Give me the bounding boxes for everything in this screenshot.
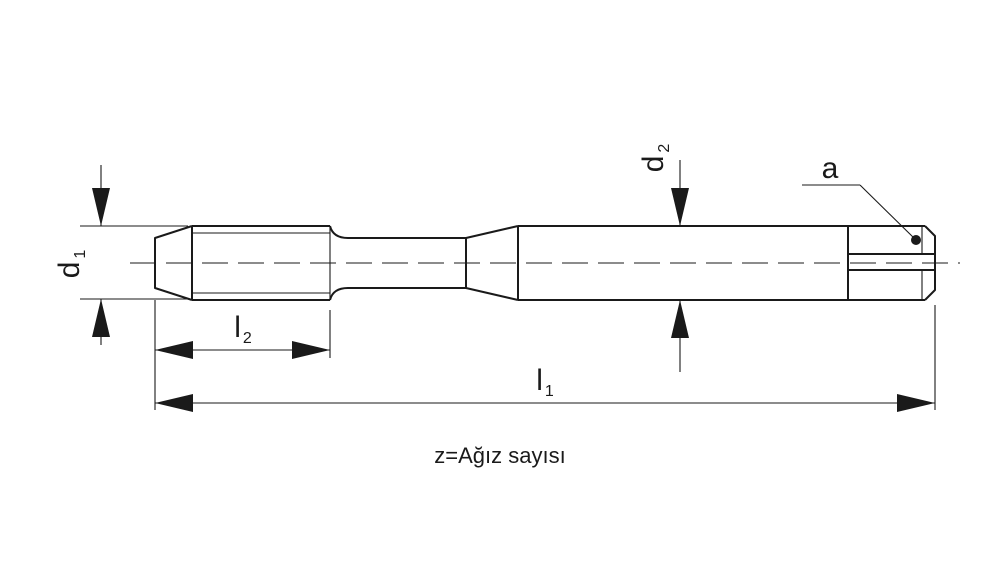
l1-arrow-right xyxy=(897,394,935,412)
a-leader-diagonal xyxy=(859,184,917,241)
l2-arrow-right xyxy=(292,341,330,359)
l1-arrow-left xyxy=(155,394,193,412)
a-callout: a xyxy=(802,152,921,245)
taper-bottom xyxy=(465,287,519,301)
d2-arrow-bottom xyxy=(671,300,689,338)
l2-arrow-left xyxy=(155,341,193,359)
d2-label: d2 xyxy=(637,144,673,173)
d1-arrow-top xyxy=(92,188,110,226)
taper-top xyxy=(465,225,519,239)
l2-label-main: l xyxy=(234,311,241,344)
d2-arrow-top xyxy=(671,188,689,226)
l1-label-main: l xyxy=(536,364,543,397)
d1-arrow-bottom xyxy=(92,299,110,337)
d2-label-main: d xyxy=(637,156,670,173)
d1-label: d1 xyxy=(53,250,89,279)
caption: z=Ağız sayısı xyxy=(434,443,565,468)
d1-label-sub: 1 xyxy=(72,250,89,259)
neck-transition-top xyxy=(329,225,349,239)
d1-dimension: d1 xyxy=(53,165,188,345)
l1-label-sub: 1 xyxy=(545,383,554,400)
d1-label-main: d xyxy=(53,262,86,279)
neck-transition-bottom xyxy=(329,287,349,301)
a-label: a xyxy=(822,152,839,185)
a-marker-dot xyxy=(911,235,921,245)
tap-body xyxy=(154,225,936,301)
d2-label-sub: 2 xyxy=(656,144,673,153)
l2-label-sub: 2 xyxy=(243,330,252,347)
d2-dimension: d2 xyxy=(637,144,689,372)
